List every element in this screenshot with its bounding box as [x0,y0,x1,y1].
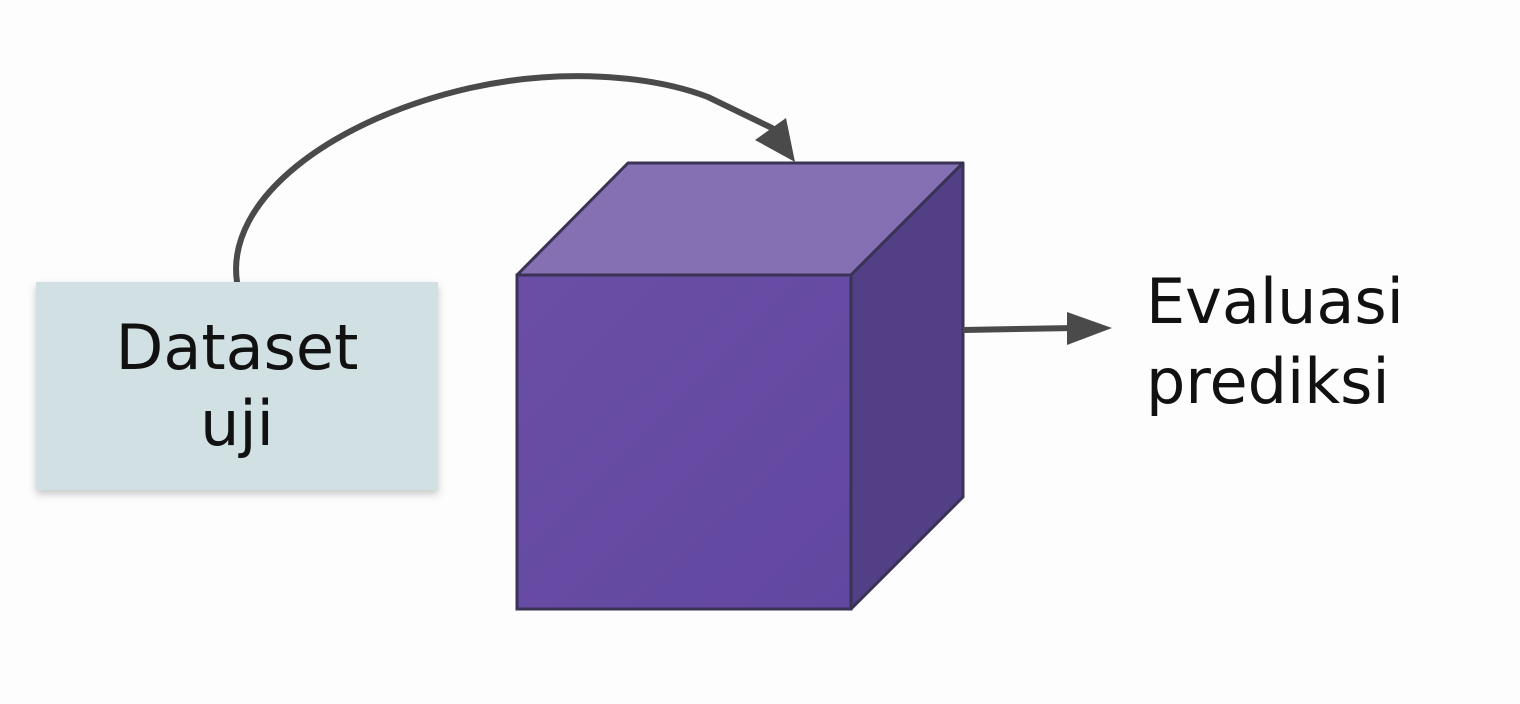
model-cube [515,161,965,611]
curved-arrow-line [233,73,775,285]
output-arrow-head [1067,312,1112,345]
test-dataset-box: Dataset uji [36,282,438,490]
prediction-evaluation-label-line1: Evaluasi [1146,265,1404,338]
cube-front-face [515,273,853,611]
curved-arrow-head [755,118,795,162]
output-arrow-line [962,325,1076,333]
test-dataset-label-line1: Dataset [115,311,359,384]
prediction-evaluation-label: Evaluasi prediksi [1146,262,1404,422]
test-dataset-label: Dataset uji [116,310,359,462]
test-dataset-label-line2: uji [200,387,274,460]
prediction-evaluation-label-line2: prediksi [1146,345,1390,418]
